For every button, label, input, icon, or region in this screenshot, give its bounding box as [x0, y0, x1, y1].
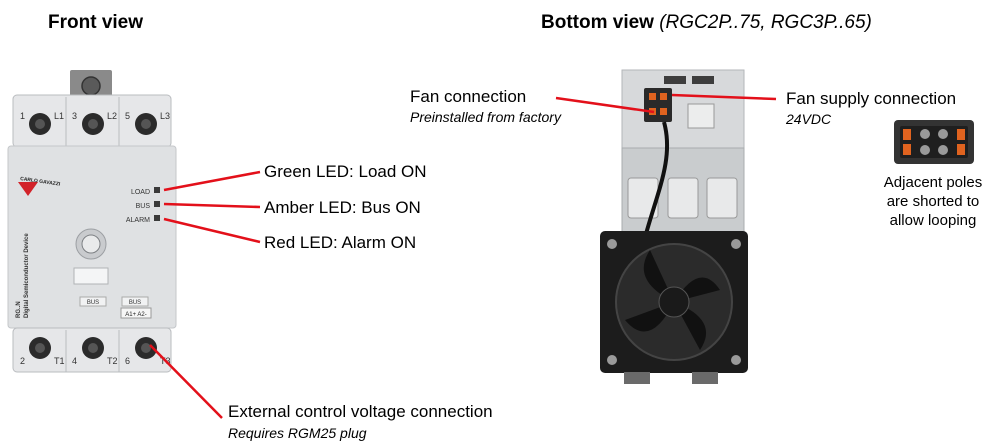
callout-control-title: External control voltage connection [228, 402, 493, 421]
connector-inset [894, 120, 974, 164]
terminal-label: L1 [54, 111, 64, 121]
callout-fan-connection-title: Fan connection [410, 87, 527, 106]
terminal-label: T1 [54, 356, 65, 366]
terminal-label: 1 [20, 111, 25, 121]
terminal-label: 5 [125, 111, 130, 121]
bottom-callout-lines [555, 93, 777, 114]
bus-tab-right [121, 296, 149, 307]
callout-line-red-led [163, 217, 261, 244]
bottom-device [600, 69, 748, 384]
callout-green-led: Green LED: Load ON [264, 162, 427, 181]
led-label-bus: BUS [136, 203, 151, 210]
bus-tab-left [79, 296, 107, 307]
callout-fan-connection-note: Preinstalled from factory [410, 109, 561, 125]
callout-line-fan-supply [671, 93, 777, 101]
callout-line-control [149, 344, 223, 419]
callout-fan-supply-title: Fan supply connection [786, 89, 957, 108]
brand-name: CARLO GAVAZZI [20, 176, 61, 188]
terminal-label: 4 [72, 356, 77, 366]
control-terminal-text: A1+ A2- [125, 312, 147, 318]
callout-amber-led: Amber LED: Bus ON [264, 198, 421, 217]
led-alarm [154, 215, 160, 221]
front-device: 1 L1 3 L2 5 L3 CARLO GAVAZZI RG..N Digit… [7, 70, 177, 373]
connector-inset-caption: Adjacent poles are shorted to allow loop… [866, 173, 1000, 230]
clamp-screw [81, 76, 101, 96]
callout-line-amber-led [163, 202, 261, 209]
model-description: Digital Semiconductor Device [24, 233, 30, 318]
front-callout-lines [149, 170, 261, 419]
control-terminal-label [120, 307, 152, 319]
fan-connection-plug [644, 88, 672, 122]
callout-red-led: Red LED: Alarm ON [264, 233, 417, 252]
bus-tab-label: BUS [129, 300, 141, 306]
callout-fan-supply-note: 24VDC [786, 111, 832, 127]
bus-tab-label: BUS [87, 300, 99, 306]
bottom-view-models: (RGC2P..75, RGC3P..65) [659, 12, 872, 33]
terminal-label: 6 [125, 356, 130, 366]
callout-line-fan-connection [555, 96, 655, 114]
callout-line-green-led [163, 170, 261, 192]
callout-control-note: Requires RGM25 plug [228, 425, 367, 441]
led-load [154, 187, 160, 193]
terminal-label: 3 [72, 111, 77, 121]
model-code: RG..N [16, 301, 22, 318]
caption-line: are shorted to [886, 193, 980, 210]
fan-supply-socket [687, 103, 715, 129]
label-window [73, 267, 109, 285]
led-label-alarm: ALARM [126, 217, 150, 224]
front-view-heading: Front view [48, 12, 144, 33]
led-bus [154, 201, 160, 207]
bottom-view-heading: Bottom view (RGC2P..75, RGC3P..65) [541, 12, 872, 34]
terminal-label: T2 [107, 356, 118, 366]
terminal-label: L2 [107, 111, 117, 121]
caption-line: allow looping [889, 212, 977, 229]
led-label-load: LOAD [131, 189, 150, 196]
terminal-label: 2 [20, 356, 25, 366]
bottom-view-title: Bottom view [541, 12, 654, 33]
terminal-label: L3 [160, 111, 170, 121]
brand-logo [18, 182, 38, 196]
caption-line: Adjacent poles [883, 174, 983, 191]
